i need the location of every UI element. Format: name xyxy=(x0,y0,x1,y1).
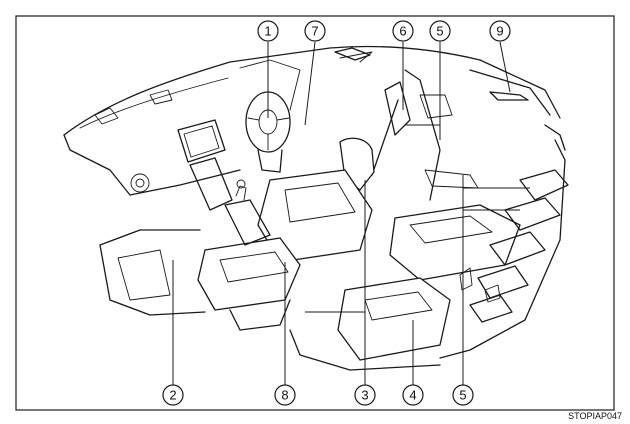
callout-7: 7 xyxy=(304,20,326,42)
callout-5-bottom-label: 5 xyxy=(459,388,466,403)
callout-6-label: 6 xyxy=(399,24,406,39)
callout-9-label: 9 xyxy=(496,24,503,39)
callout-9: 9 xyxy=(489,20,511,42)
car-interior-drawing xyxy=(63,45,569,371)
figure-code: STOPIAP047 xyxy=(568,411,622,421)
callout-2-label: 2 xyxy=(169,388,176,403)
callout-8-label: 8 xyxy=(281,388,288,403)
callout-4: 4 xyxy=(402,384,424,406)
callout-1-label: 1 xyxy=(264,24,271,39)
figure-border xyxy=(15,15,615,411)
callout-3: 3 xyxy=(354,384,376,406)
callout-7-label: 7 xyxy=(311,24,318,39)
callout-4-label: 4 xyxy=(409,388,416,403)
callout-1: 1 xyxy=(257,20,279,42)
callout-6: 6 xyxy=(392,20,414,42)
callout-5-top: 5 xyxy=(429,20,451,42)
callout-8: 8 xyxy=(274,384,296,406)
callout-3-label: 3 xyxy=(361,388,368,403)
leader-lines xyxy=(172,41,530,385)
callout-5-bottom: 5 xyxy=(452,384,474,406)
callout-2: 2 xyxy=(162,384,184,406)
callout-5-top-label: 5 xyxy=(436,24,443,39)
